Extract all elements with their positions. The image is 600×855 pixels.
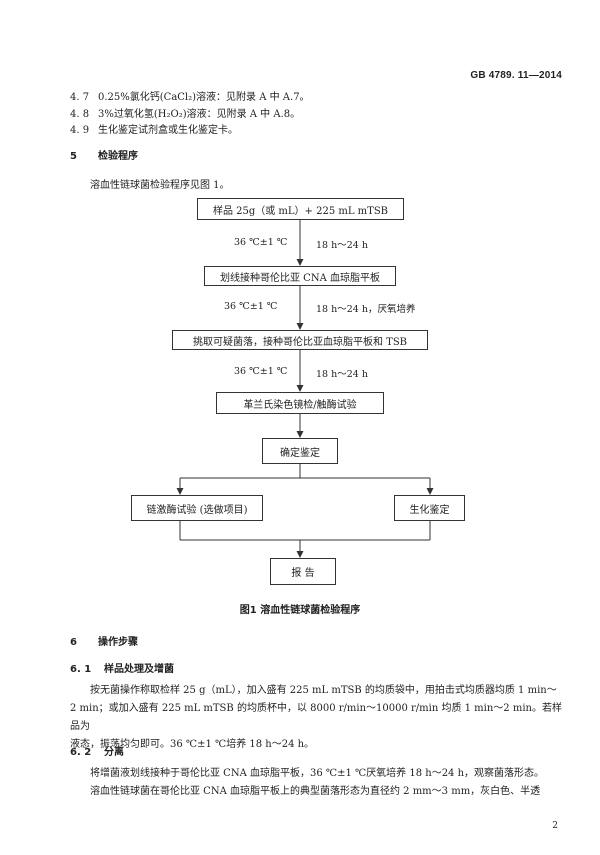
reagent-number: 4. 9 [70,125,90,136]
flow-box-biochem: 生化鉴定 [394,495,465,521]
section-title: 分离 [104,747,124,758]
flowchart-connectors [176,219,434,558]
section-number: 6. 2 [70,747,92,758]
section-title: 操作步骤 [98,637,138,648]
flow-box-sample: 样品 25g（或 mL）+ 225 mL mTSB [197,198,404,220]
section-number: 5 [70,151,77,162]
reagent-text: 3%过氧化氢(H₂O₂)溶液：见附录 A 中 A.8。 [98,109,301,120]
flow-box-streptokinase: 链激酶试验 (选做项目) [131,495,263,521]
flow-cond-temp-1: 36 ℃±1 ℃ [234,237,288,248]
section-heading: 5 检验程序 [70,147,138,162]
paragraph-line: 溶血性链球菌在哥伦比亚 CNA 血琼脂平板上的典型菌落形态为直径约 2 mm～3… [90,786,541,797]
reagent-text: 0.25%氯化钙(CaCl₂)溶液：见附录 A 中 A.7。 [98,92,310,103]
reagent-item: 4. 9 生化鉴定试剂盒或生化鉴定卡。 [70,121,238,136]
standard-code: GB 4789. 11—2014 [470,70,562,81]
section-title: 检验程序 [98,151,138,162]
flow-box-pick: 挑取可疑菌落，接种哥伦比亚血琼脂平板和 TSB [172,330,428,350]
section-number: 6. 1 [70,664,92,675]
flow-cond-temp-2: 36 ℃±1 ℃ [224,301,278,312]
paragraph-isolation: 将增菌液划线接种于哥伦比亚 CNA 血琼脂平板，36 ℃±1 ℃厌氧培养 18 … [70,765,570,801]
section-number: 6 [70,637,77,648]
flow-box-streak: 划线接种哥伦比亚 CNA 血琼脂平板 [204,266,396,286]
section-intro: 溶血性链球菌检验程序见图 1。 [90,180,230,191]
flow-box-report: 报 告 [270,558,336,585]
subsection-heading: 6. 2 分离 [70,743,124,758]
flow-cond-time-2: 18 h～24 h，厌氧培养 [316,304,416,315]
paragraph-line: 液态，振荡均匀即可。36 ℃±1 ℃培养 18 h～24 h。 [70,739,315,750]
reagent-text: 生化鉴定试剂盒或生化鉴定卡。 [98,125,238,136]
paragraph-sample-processing: 按无菌操作称取检样 25 g（mL），加入盛有 225 mL mTSB 的均质袋… [70,682,570,754]
reagent-number: 4. 7 [70,92,90,103]
page-number: 2 [552,821,558,831]
flow-box-gram: 革兰氏染色镜检/触酶试验 [216,392,384,414]
flow-cond-temp-3: 36 ℃±1 ℃ [234,366,288,377]
reagent-number: 4. 8 [70,109,90,120]
subsection-heading: 6. 1 样品处理及增菌 [70,660,174,675]
reagent-item: 4. 8 3%过氧化氢(H₂O₂)溶液：见附录 A 中 A.8。 [70,105,300,120]
section-heading: 6 操作步骤 [70,633,138,648]
paragraph-line: 将增菌液划线接种于哥伦比亚 CNA 血琼脂平板，36 ℃±1 ℃厌氧培养 18 … [90,768,545,779]
paragraph-line: 按无菌操作称取检样 25 g（mL），加入盛有 225 mL mTSB 的均质袋… [90,685,557,696]
paragraph-line: 2 min；或加入盛有 225 mL mTSB 的均质杯中，以 8000 r/m… [70,703,562,732]
flow-cond-time-1: 18 h～24 h [316,240,368,251]
flow-box-confirm: 确定鉴定 [262,438,338,464]
figure-caption: 图1 溶血性链球菌检验程序 [239,605,361,616]
section-title: 样品处理及增菌 [104,664,174,675]
reagent-item: 4. 7 0.25%氯化钙(CaCl₂)溶液：见附录 A 中 A.7。 [70,88,310,103]
flow-cond-time-3: 18 h～24 h [316,369,368,380]
